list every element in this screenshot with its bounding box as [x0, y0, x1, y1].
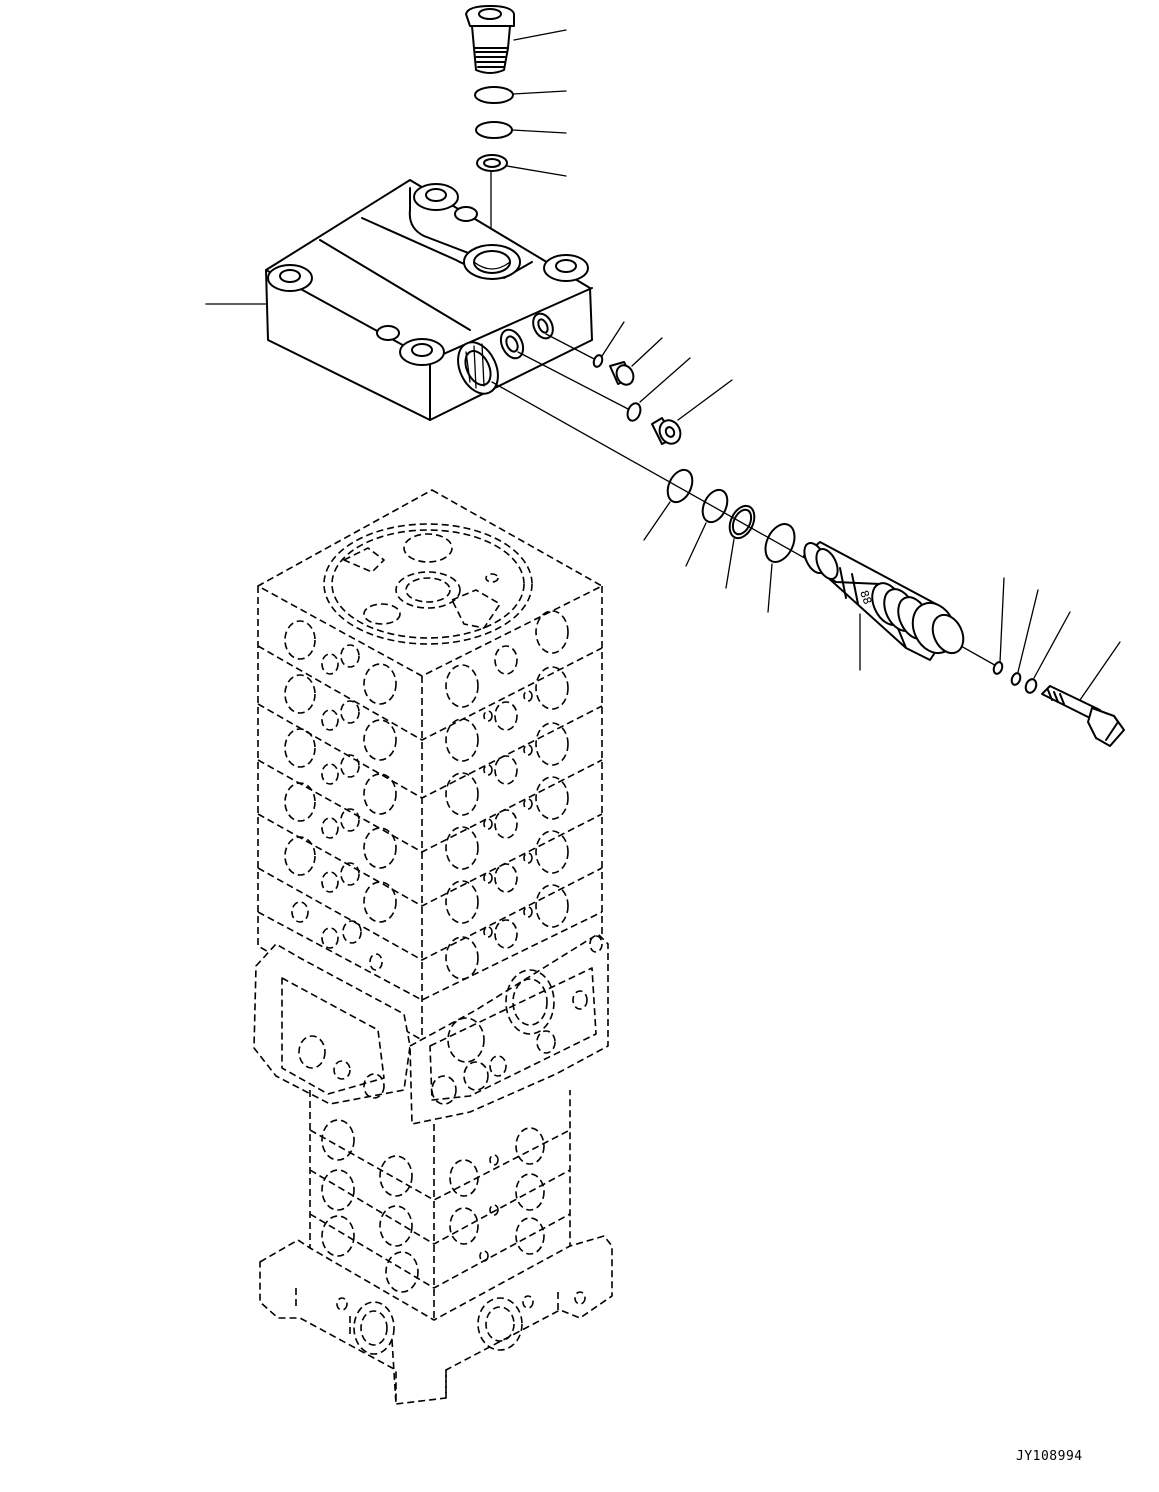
leader-line-o-ring-top-2 [511, 129, 567, 134]
main-port-top [463, 244, 521, 280]
leader-line-o-ring-plug-1 [601, 321, 625, 357]
leader-line-plug [513, 29, 567, 41]
leader-line-o-ring-spool-2 [685, 522, 707, 567]
valve-cover-block[interactable] [265, 179, 593, 421]
o-ring-spool-2[interactable] [698, 486, 732, 526]
right-face-bores [445, 610, 569, 980]
o-ring-end-1[interactable] [992, 661, 1004, 675]
main-valve-stack [253, 489, 613, 1405]
bolt-hole-left [267, 264, 313, 292]
o-ring-top-1[interactable] [474, 86, 514, 104]
drawing-code-label: JY108994 [1016, 1449, 1083, 1464]
leader-line-plug-small-1 [631, 337, 663, 367]
leader-line-o-ring-spool-1 [643, 501, 671, 541]
small-port-top [454, 206, 478, 222]
leader-line-o-ring-spool-3 [767, 563, 773, 613]
side-port-small [532, 312, 554, 340]
plug-small-1[interactable] [609, 361, 636, 387]
o-ring-spool-3[interactable] [760, 519, 800, 566]
o-ring-end-2[interactable] [1010, 672, 1022, 686]
end-plug-bolt[interactable] [1041, 685, 1125, 747]
leader-line-o-ring-end-2 [1017, 589, 1039, 673]
leader-line-o-ring-end-1 [999, 577, 1005, 663]
bolt-hole-right [543, 254, 589, 282]
center-line-port-small [545, 333, 601, 363]
center-line-port-medium [517, 351, 631, 411]
o-ring-spool-1[interactable] [663, 466, 697, 506]
plug-small-2[interactable] [651, 417, 684, 447]
leader-line-backup-ring-end [1033, 611, 1071, 679]
spool-valve[interactable]: 88 [800, 540, 969, 661]
relief-valve-plug[interactable] [465, 5, 515, 74]
backup-ring-spool[interactable] [725, 502, 759, 542]
left-face-bores [284, 620, 397, 971]
bolt-hole-top [413, 183, 459, 211]
leader-line-o-ring-plug-2 [639, 357, 691, 403]
lower-bores [321, 1119, 545, 1293]
backup-ring-top[interactable] [476, 154, 508, 172]
leader-line-plug-small-2 [677, 379, 733, 421]
side-port-large [457, 341, 499, 395]
o-ring-plug-1[interactable] [592, 354, 604, 368]
bolt-hole-bottom [399, 338, 445, 366]
leader-line-backup-ring [506, 165, 567, 177]
o-ring-plug-2[interactable] [625, 401, 642, 422]
leader-line-o-ring-top-1 [512, 90, 567, 95]
svg-text:88: 88 [857, 589, 874, 607]
o-ring-top-2[interactable] [475, 121, 513, 139]
backup-ring-end[interactable] [1024, 678, 1038, 695]
leader-line-end-plug [1079, 641, 1121, 701]
side-port-medium [499, 328, 525, 360]
small-port-mid [376, 325, 400, 341]
leader-line-backup-ring-spool [725, 538, 735, 589]
